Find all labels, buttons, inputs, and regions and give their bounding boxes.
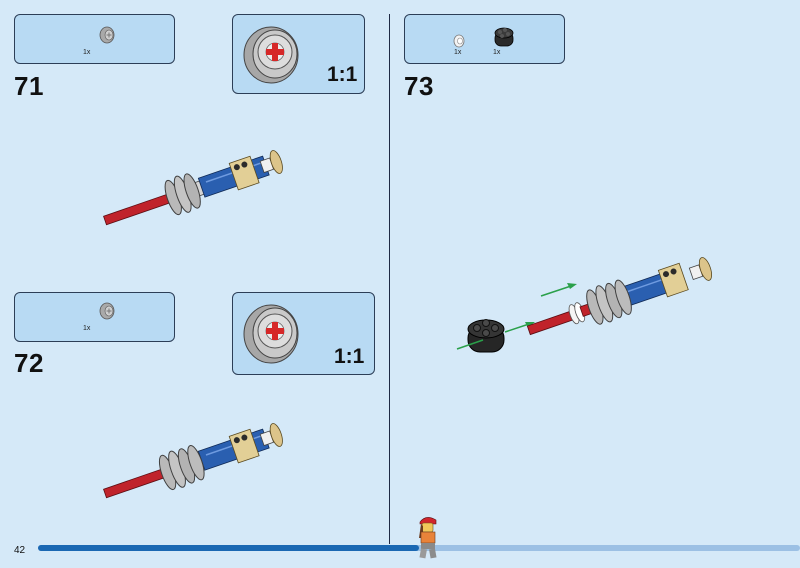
scale-label: 1:1 <box>327 63 358 86</box>
axle-assembly-step-73 <box>456 257 713 353</box>
step-number: 73 <box>404 71 434 101</box>
part-quantity: 1x <box>493 49 501 56</box>
progress-bar-fill <box>38 545 419 551</box>
bush-piece-1to1-icon <box>243 26 299 84</box>
black-round-brick-icon <box>494 27 514 47</box>
gray-bush-piece-icon <box>99 26 115 44</box>
minifigure-icon <box>419 517 437 559</box>
black-round-brick-part <box>467 319 505 353</box>
parts-callout-step-73: 1x 1x <box>404 14 565 64</box>
parts-callout-step-71: 1x <box>14 14 175 64</box>
scale-callout-step-71: 1:1 <box>232 14 365 94</box>
progress-track <box>38 545 800 551</box>
bush-piece-1to1-icon <box>243 304 299 364</box>
step-number: 71 <box>14 71 44 101</box>
axle-assembly-step-71 <box>103 150 283 226</box>
page-divider <box>389 14 390 544</box>
scale-callout-step-72: 1:1 <box>232 292 375 375</box>
part-quantity: 1x <box>83 325 91 332</box>
scale-label: 1:1 <box>334 345 365 368</box>
gray-bush-piece-icon <box>99 302 115 320</box>
axle-assembly-step-72 <box>103 423 283 499</box>
white-bush-piece-icon <box>453 34 465 48</box>
part-quantity: 1x <box>454 49 462 56</box>
green-arrow-icon <box>540 283 577 297</box>
part-quantity: 1x <box>83 49 91 56</box>
page-number: 42 <box>14 545 26 556</box>
step-number: 72 <box>14 348 44 378</box>
parts-callout-step-72: 1x <box>14 292 175 342</box>
